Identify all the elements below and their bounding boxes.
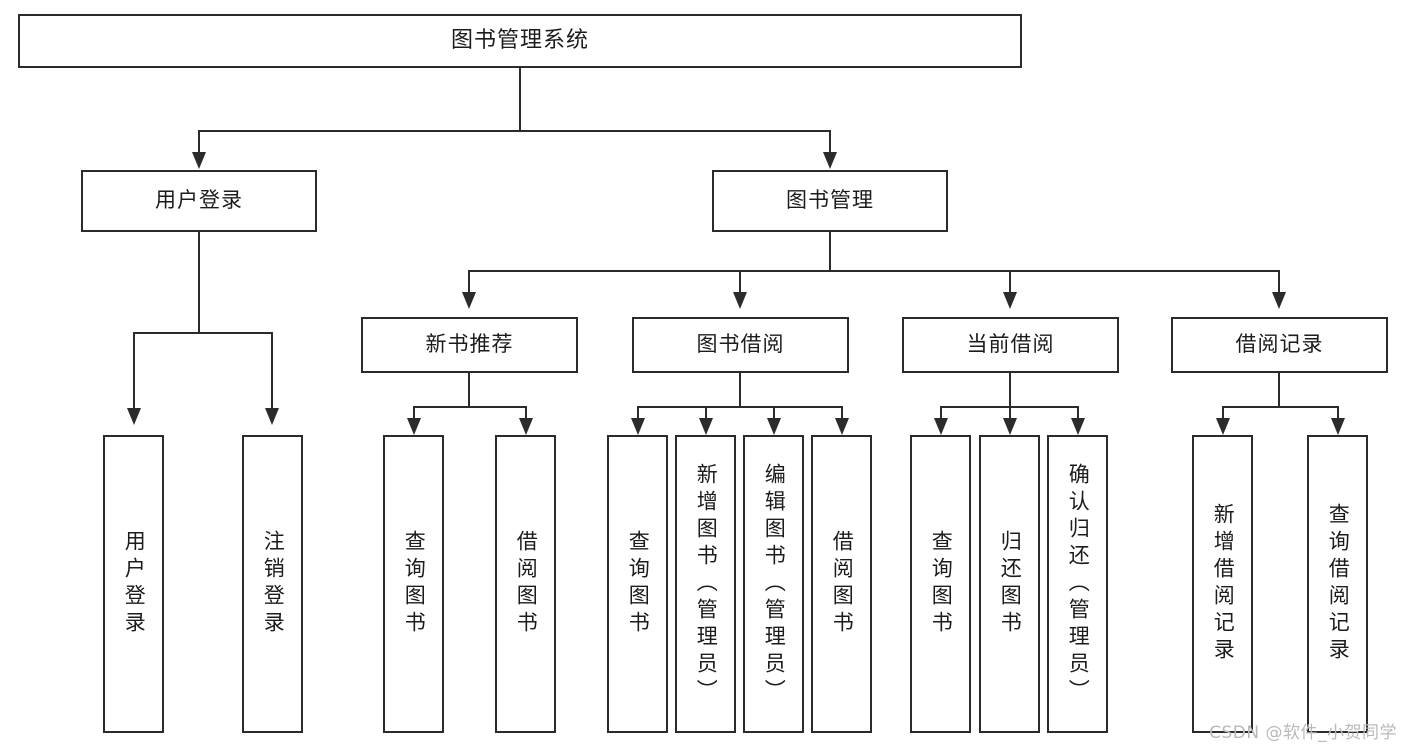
node-book-borrow[interactable]: 图书借阅	[632, 317, 849, 373]
edge-book-borrow-to-leaf-1	[637, 406, 639, 420]
edge-user-login-stem	[198, 232, 200, 333]
edge-book-borrow-to-leaf-4	[841, 406, 843, 420]
edge-current-borrow-to-leaf-3	[1077, 406, 1079, 420]
leaf-label: 借阅图书	[514, 530, 539, 638]
leaf-query-record[interactable]: 查询借阅记录	[1307, 435, 1368, 733]
leaf-label: 确认归还（管理员）	[1066, 462, 1091, 706]
edge-new-book-to-leaf-1	[413, 406, 415, 420]
arrow-book-borrow-to-leaf-4	[835, 418, 849, 435]
edge-user-login-to-leaf-1	[133, 332, 135, 410]
arrow-book-borrow-to-leaf-3	[767, 418, 781, 435]
edge-borrow-record-stem	[1278, 373, 1280, 407]
edge-user-login-to-leaf-2	[271, 332, 273, 410]
arrow-current-borrow-to-leaf-3	[1071, 418, 1085, 435]
edge-book-borrow-stem	[739, 373, 741, 407]
leaf-label: 新增借阅记录	[1211, 503, 1236, 665]
edge-book-manage-bus	[468, 270, 1280, 272]
leaf-label: 查询图书	[929, 530, 954, 638]
edge-book-borrow-to-leaf-3	[773, 406, 775, 420]
edge-book-borrow-to-leaf-2	[705, 406, 707, 420]
edge-current-borrow-to-leaf-2	[1009, 406, 1011, 420]
node-borrow-record[interactable]: 借阅记录	[1171, 317, 1388, 373]
arrow-root-to-user-login	[192, 152, 206, 169]
arrow-root-to-book-manage	[823, 152, 837, 169]
leaf-edit-book[interactable]: 编辑图书（管理员）	[743, 435, 804, 733]
arrow-user-login-to-leaf-1	[127, 408, 141, 425]
leaf-label: 新增图书（管理员）	[694, 462, 719, 706]
arrow-book-manage-to-current-borrow	[1003, 292, 1017, 309]
edge-borrow-record-to-leaf-2	[1337, 406, 1339, 420]
leaf-borrow-book-1[interactable]: 借阅图书	[495, 435, 556, 733]
arrow-book-borrow-to-leaf-1	[631, 418, 645, 435]
leaf-borrow-book-2[interactable]: 借阅图书	[811, 435, 872, 733]
leaf-label: 归还图书	[998, 530, 1023, 638]
leaf-label: 查询图书	[626, 530, 651, 638]
leaf-label: 注销登录	[261, 530, 286, 638]
edge-new-book-to-leaf-2	[525, 406, 527, 420]
edge-new-book-bus	[413, 406, 525, 408]
edge-book-borrow-bus	[637, 406, 842, 408]
arrow-borrow-record-to-leaf-1	[1216, 418, 1230, 435]
edge-book-manage-to-borrow-record	[1278, 270, 1280, 294]
edge-current-borrow-stem	[1009, 373, 1011, 407]
edge-book-manage-to-new-book	[468, 270, 470, 294]
arrow-book-borrow-to-leaf-2	[699, 418, 713, 435]
arrow-book-manage-to-book-borrow	[733, 292, 747, 309]
edge-new-book-stem	[468, 373, 470, 407]
edge-root-stem	[519, 68, 521, 131]
arrow-current-borrow-to-leaf-2	[1003, 418, 1017, 435]
arrow-current-borrow-to-leaf-1	[934, 418, 948, 435]
leaf-label: 查询借阅记录	[1326, 503, 1351, 665]
edge-book-manage-to-current-borrow	[1009, 270, 1011, 294]
edge-borrow-record-bus	[1222, 406, 1337, 408]
edge-borrow-record-to-leaf-1	[1222, 406, 1224, 420]
arrow-borrow-record-to-leaf-2	[1331, 418, 1345, 435]
edge-root-bus	[198, 130, 831, 132]
node-new-book-recommend[interactable]: 新书推荐	[361, 317, 578, 373]
leaf-query-book-3[interactable]: 查询图书	[910, 435, 971, 733]
node-book-manage[interactable]: 图书管理	[712, 170, 948, 232]
arrow-book-manage-to-new-book	[462, 292, 476, 309]
leaf-add-record[interactable]: 新增借阅记录	[1192, 435, 1253, 733]
leaf-query-book-2[interactable]: 查询图书	[607, 435, 668, 733]
arrow-new-book-to-leaf-1	[407, 418, 421, 435]
csdn-watermark: CSDN @软件_小贺同学	[1209, 723, 1397, 743]
node-root-system[interactable]: 图书管理系统	[18, 14, 1022, 68]
leaf-logout-login[interactable]: 注销登录	[242, 435, 303, 733]
leaf-label: 用户登录	[122, 530, 147, 638]
arrow-new-book-to-leaf-2	[519, 418, 533, 435]
node-current-borrow[interactable]: 当前借阅	[902, 317, 1119, 373]
node-user-login[interactable]: 用户登录	[81, 170, 317, 232]
arrow-book-manage-to-borrow-record	[1272, 292, 1286, 309]
leaf-confirm-return[interactable]: 确认归还（管理员）	[1047, 435, 1108, 733]
leaf-label: 借阅图书	[830, 530, 855, 638]
edge-user-login-bus	[133, 332, 271, 334]
arrow-user-login-to-leaf-2	[265, 408, 279, 425]
edge-book-manage-to-book-borrow	[739, 270, 741, 294]
edge-root-to-book-manage	[829, 130, 831, 154]
leaf-return-book[interactable]: 归还图书	[979, 435, 1040, 733]
leaf-query-book-1[interactable]: 查询图书	[383, 435, 444, 733]
leaf-label: 查询图书	[402, 530, 427, 638]
leaf-label: 编辑图书（管理员）	[762, 462, 787, 706]
edge-root-to-user-login	[198, 130, 200, 154]
leaf-add-book[interactable]: 新增图书（管理员）	[675, 435, 736, 733]
leaf-user-login[interactable]: 用户登录	[103, 435, 164, 733]
edge-current-borrow-to-leaf-1	[940, 406, 942, 420]
edge-book-manage-stem	[829, 232, 831, 272]
